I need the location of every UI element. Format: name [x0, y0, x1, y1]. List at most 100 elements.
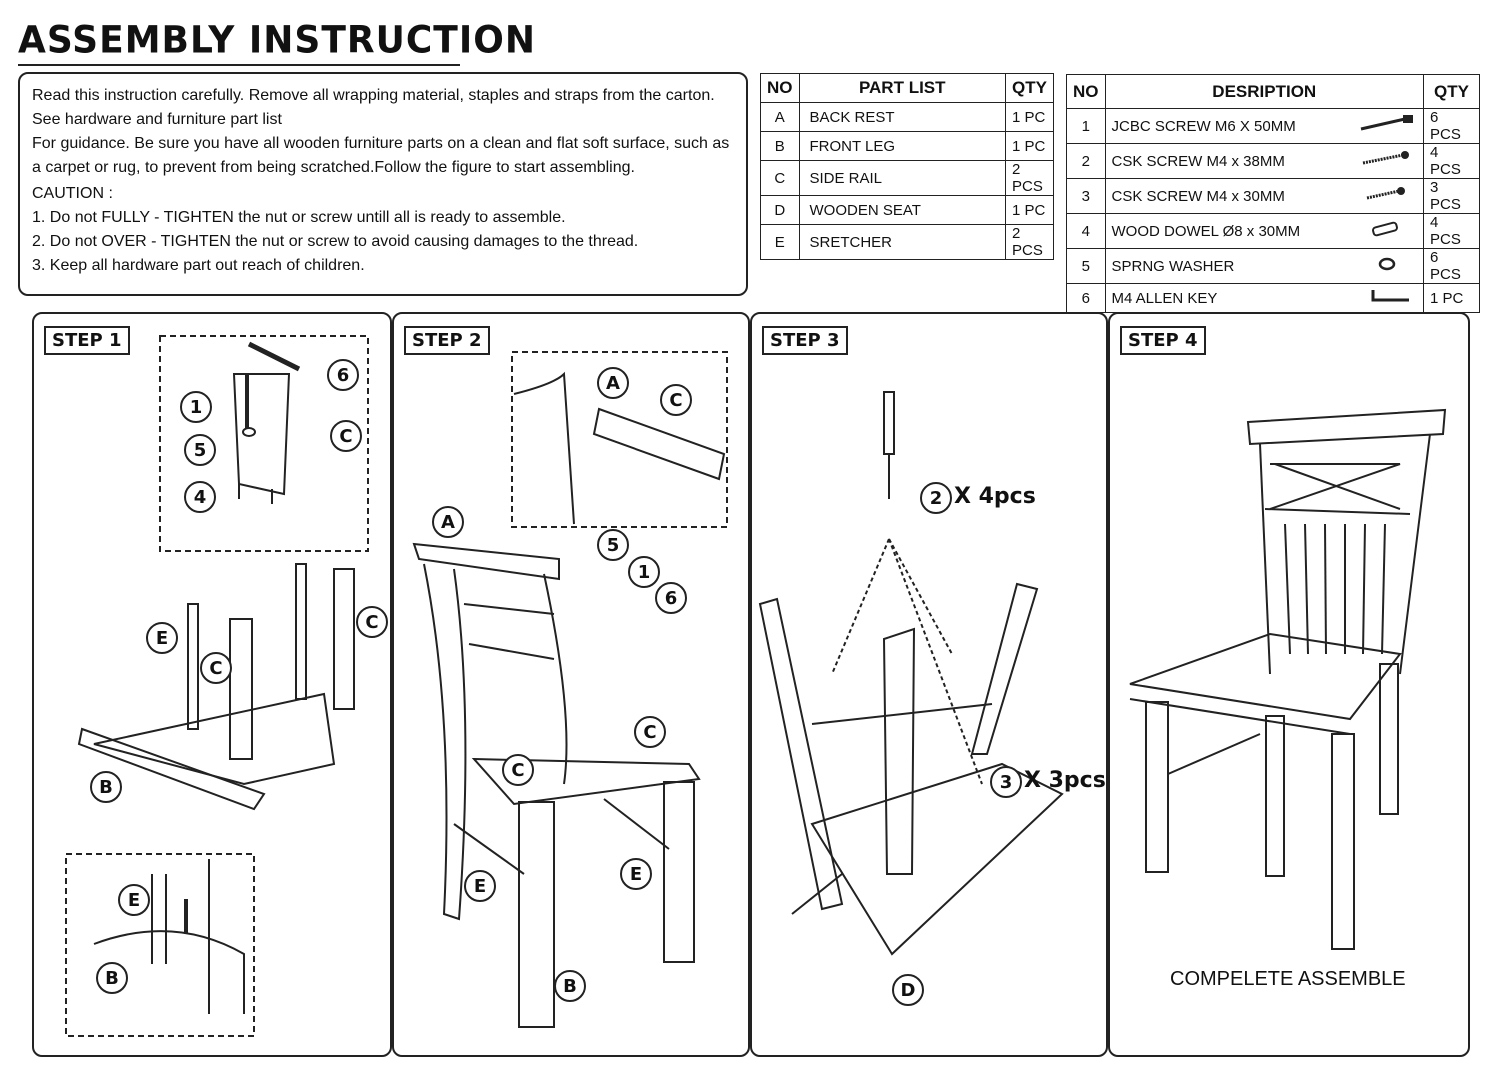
caution-item: 1. Do not FULLY - TIGHTEN the nut or scr…: [32, 209, 566, 226]
caution-item: 3. Keep all hardware part out reach of c…: [32, 257, 365, 274]
step-2-diagram: [412, 351, 728, 1028]
intro-box: Read this instruction carefully. Remove …: [18, 72, 748, 296]
cell-name: SRETCHER: [798, 224, 1006, 260]
dowel-icon: [1351, 213, 1424, 249]
cell-name: CSK SCREW M4 x 38MM: [1104, 143, 1351, 179]
cell-name: SIDE RAIL: [798, 160, 1006, 196]
callout-C: C: [356, 606, 388, 638]
callout-E: E: [146, 622, 178, 654]
cell-name: M4 ALLEN KEY: [1104, 283, 1351, 313]
cell-qty: 1 PC: [1005, 102, 1054, 132]
caution-list: 1. Do not FULLY - TIGHTEN the nut or scr…: [32, 206, 734, 278]
callout-6: 6: [655, 582, 687, 614]
callout-1: 1: [180, 391, 212, 423]
callout-C: C: [634, 716, 666, 748]
step-2-panel: STEP 2 A C 5 1 6 A C C E E B: [392, 312, 750, 1057]
cell-name: WOOD DOWEL Ø8 x 30MM: [1104, 213, 1351, 249]
cell-no: E: [760, 224, 800, 260]
cell-name: BACK REST: [798, 102, 1006, 132]
cell-qty: 1 PC: [1005, 131, 1054, 161]
step-1-label: STEP 1: [44, 326, 130, 355]
qty-note-4pcs: X 4pcs: [954, 484, 1036, 509]
callout-C: C: [660, 384, 692, 416]
callout-2: 2: [920, 482, 952, 514]
col-no: NO: [760, 73, 800, 103]
intro-paragraph-2: For guidance. Be sure you have all woode…: [32, 135, 730, 176]
cell-qty: 4 PCS: [1423, 213, 1480, 249]
callout-5: 5: [597, 529, 629, 561]
cell-no: D: [760, 195, 800, 225]
cell-no: 1: [1066, 108, 1106, 144]
cell-name: SPRNG WASHER: [1104, 248, 1351, 284]
allen-key-icon: [1351, 283, 1424, 313]
cell-no: 3: [1066, 178, 1106, 214]
callout-B: B: [96, 962, 128, 994]
cell-no: 4: [1066, 213, 1106, 249]
callout-A: A: [597, 367, 629, 399]
callout-B: B: [554, 970, 586, 1002]
bolt-icon: [1351, 108, 1424, 144]
cell-no: 5: [1066, 248, 1106, 284]
title-underline: [18, 64, 460, 66]
qty-note-3pcs: X 3pcs: [1024, 768, 1106, 793]
step-3-label: STEP 3: [762, 326, 848, 355]
step-3-panel: STEP 3 2 X 4pcs 3 X 3pcs D: [750, 312, 1108, 1057]
callout-E: E: [464, 870, 496, 902]
step-4-label: STEP 4: [1120, 326, 1206, 355]
cell-qty: 1 PC: [1005, 195, 1054, 225]
col-qty: QTY: [1423, 74, 1480, 109]
cell-name: FRONT LEG: [798, 131, 1006, 161]
complete-caption: COMPELETE ASSEMBLE: [1170, 968, 1406, 990]
step-2-label: STEP 2: [404, 326, 490, 355]
cell-no: 6: [1066, 283, 1106, 313]
cell-name: WOODEN SEAT: [798, 195, 1006, 225]
cell-qty: 6 PCS: [1423, 108, 1480, 144]
callout-B: B: [90, 771, 122, 803]
cell-name: CSK SCREW M4 x 30MM: [1104, 178, 1351, 214]
callout-D: D: [892, 974, 924, 1006]
step-1-panel: STEP 1 6 1 5 C 4 E C C B E B: [32, 312, 392, 1057]
callout-C: C: [330, 420, 362, 452]
col-desc: DESRIPTION: [1104, 74, 1424, 109]
callout-6: 6: [327, 359, 359, 391]
cell-qty: 1 PC: [1423, 283, 1480, 313]
cell-qty: 2 PCS: [1005, 224, 1054, 260]
cell-no: A: [760, 102, 800, 132]
cell-qty: 3 PCS: [1423, 178, 1480, 214]
callout-C: C: [200, 652, 232, 684]
callout-1: 1: [628, 556, 660, 588]
callout-E: E: [620, 858, 652, 890]
screw-icon: [1351, 143, 1424, 179]
callout-C: C: [502, 754, 534, 786]
intro-paragraph-1: Read this instruction carefully. Remove …: [32, 87, 715, 128]
cell-no: B: [760, 131, 800, 161]
callout-A: A: [432, 506, 464, 538]
step-1-diagram: [65, 335, 369, 1037]
caution-label: CAUTION :: [32, 185, 113, 202]
callout-E: E: [118, 884, 150, 916]
callout-4: 4: [184, 481, 216, 513]
col-qty: QTY: [1005, 73, 1054, 103]
step-4-diagram: [1129, 408, 1447, 950]
step-4-panel: STEP 4: [1108, 312, 1470, 1057]
callout-3: 3: [990, 766, 1022, 798]
col-no: NO: [1066, 74, 1106, 109]
washer-icon: [1351, 248, 1424, 284]
cell-qty: 6 PCS: [1423, 248, 1480, 284]
screw-icon: [1351, 178, 1424, 214]
caution-item: 2. Do not OVER - TIGHTEN the nut or scre…: [32, 233, 639, 250]
col-part: PART LIST: [798, 73, 1006, 103]
page-title: ASSEMBLY INSTRUCTION: [18, 18, 536, 63]
step-3-diagram: [758, 391, 1064, 956]
